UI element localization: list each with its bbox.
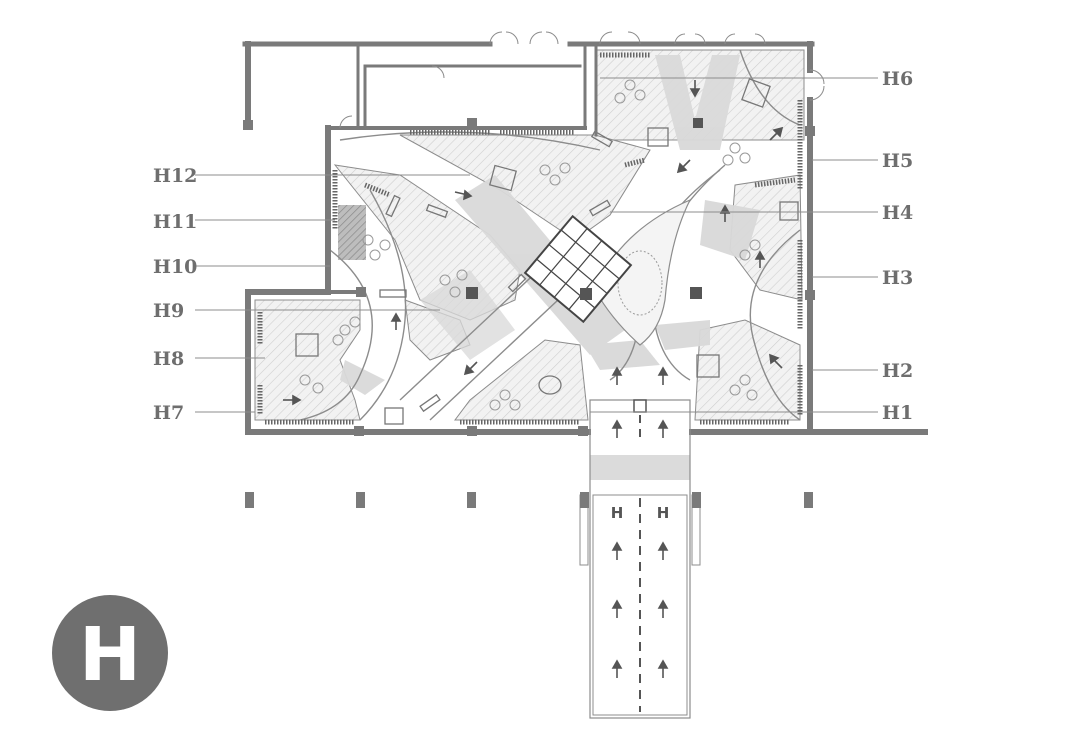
arrow-up (657, 599, 669, 618)
walkway-entrance (590, 455, 690, 480)
arrow-up (754, 250, 766, 268)
fixture-5 (696, 354, 720, 378)
arrow-up-left (769, 353, 783, 369)
arrow-up (657, 366, 669, 385)
entrance-marker-right: H (657, 504, 670, 522)
label-h5: H5 (882, 150, 913, 172)
entrance-marker-left: H (611, 504, 624, 522)
island-leaf (594, 198, 692, 346)
label-h7: H7 (153, 402, 184, 424)
columns (466, 118, 703, 300)
walkway-cross-right (655, 320, 710, 350)
corridor-outline (589, 399, 691, 719)
walkway-top-v (655, 55, 740, 150)
fixture-4 (295, 333, 319, 357)
fixture-10 (419, 393, 441, 413)
zone-badge-letter: H (79, 612, 141, 698)
block-center-bottom (454, 339, 589, 421)
arrow-up-right (769, 126, 784, 141)
arrow-down (689, 80, 701, 98)
fixture-3 (779, 201, 799, 221)
arrow-up (657, 659, 669, 678)
fixture-13 (507, 273, 527, 293)
arrow-up (611, 419, 623, 438)
label-h1: H1 (882, 402, 913, 424)
arrow-up (390, 312, 402, 330)
fixture-11 (588, 199, 612, 217)
label-h11: H11 (153, 211, 197, 233)
label-h4: H4 (882, 202, 913, 224)
direction-arrows (283, 80, 784, 678)
walkway-cross (585, 340, 660, 370)
fixture-15 (590, 130, 614, 148)
atrium-void-grid (536, 228, 620, 310)
walkway-left-curve (340, 360, 385, 395)
entrance-kiosk (633, 399, 647, 413)
island-planter (617, 250, 663, 316)
arrow-up (611, 659, 623, 678)
corridor-inner (592, 494, 688, 716)
seating-clusters (299, 79, 761, 411)
fixture-9 (379, 289, 407, 298)
leader-lines (195, 77, 878, 413)
entrance-corridor: H H (579, 399, 701, 719)
fixtures (295, 78, 799, 425)
arrow-right (283, 394, 302, 406)
arrow-down-left (676, 159, 691, 174)
block-left-annex (254, 299, 361, 421)
column-1 (466, 287, 478, 299)
fixture-8 (538, 375, 562, 395)
label-h12: H12 (153, 165, 197, 187)
arrow-up (611, 366, 623, 385)
label-h3: H3 (882, 267, 913, 289)
walkway-right-band (700, 200, 760, 260)
label-h2: H2 (882, 360, 913, 382)
arrow-up (657, 419, 669, 438)
fixture-6 (384, 407, 404, 425)
central-island (523, 198, 692, 346)
fixture-7 (488, 164, 518, 192)
doors (339, 31, 825, 129)
label-h6: H6 (882, 68, 913, 90)
block-right-lower (694, 319, 801, 421)
curve-left-arc (299, 249, 373, 421)
fixture-14 (385, 194, 401, 218)
arrow-right (454, 189, 473, 201)
callouts-left: H12 H11 H10 H9 H8 H7 (153, 165, 197, 424)
label-h10: H10 (153, 256, 197, 278)
wall-service-box (356, 42, 587, 130)
fixture-1 (647, 127, 669, 147)
column-3 (690, 287, 702, 299)
arrow-up (657, 541, 669, 560)
shelving-strips (257, 52, 803, 425)
walkway-diagonal-lower (420, 270, 515, 360)
label-h9: H9 (153, 300, 184, 322)
column-4 (693, 118, 703, 128)
curve-left-sweep (359, 189, 407, 421)
arrow-down-left (463, 361, 478, 376)
callouts-right: H6 H5 H4 H3 H2 H1 (882, 68, 913, 424)
column-2 (580, 288, 592, 300)
label-h8: H8 (153, 348, 184, 370)
walls (242, 41, 928, 435)
curve-right-arc (749, 229, 801, 421)
wall-piers (243, 118, 815, 436)
fixture-2 (741, 78, 771, 108)
stair-hatch (338, 205, 366, 260)
zone-badge: H (52, 595, 168, 711)
arrow-up (611, 541, 623, 560)
exterior-columns (245, 492, 813, 508)
fixture-12 (425, 203, 449, 219)
arrow-up (611, 599, 623, 618)
zone-badge-circle (52, 595, 168, 711)
